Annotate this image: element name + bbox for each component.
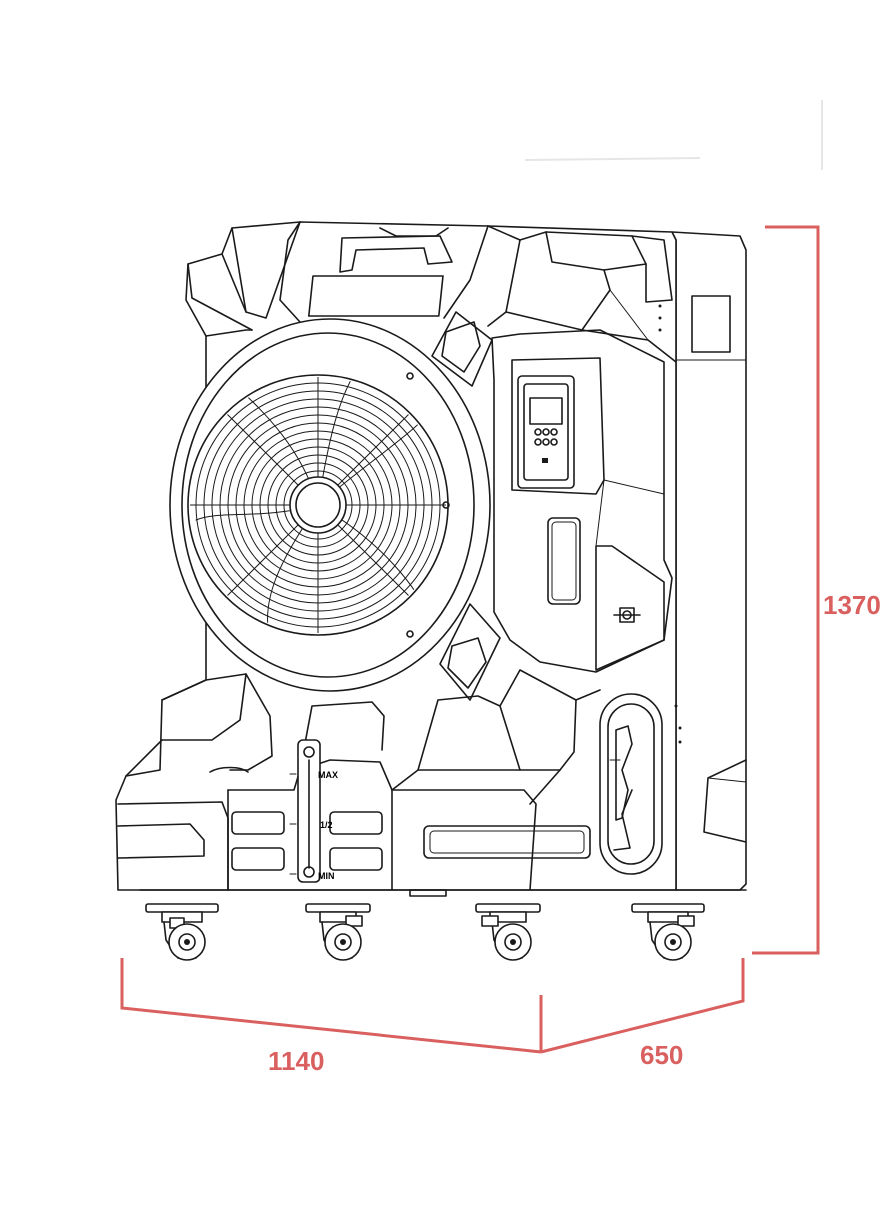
water-level-gauge-icon: MAX 1/2 MIN	[289, 739, 338, 883]
fan-guard-icon	[169, 318, 491, 692]
control-panel-icon	[517, 375, 575, 489]
dimension-lines	[120, 225, 820, 1054]
depth-dimension-line	[540, 958, 745, 1054]
width-label: 1140	[268, 1046, 324, 1076]
width-dimension-line	[120, 958, 542, 1054]
depth-label: 650	[640, 1040, 683, 1070]
ghost-lines	[524, 100, 823, 170]
water-level-max-label: MAX	[318, 770, 338, 780]
drain-valve-icon	[613, 607, 641, 623]
water-level-half-label: 1/2	[320, 820, 333, 830]
water-level-min-label: MIN	[318, 871, 335, 881]
height-dimension-line	[752, 225, 820, 955]
caster-wheel-icon	[145, 903, 705, 961]
height-label: 1370	[823, 590, 880, 620]
